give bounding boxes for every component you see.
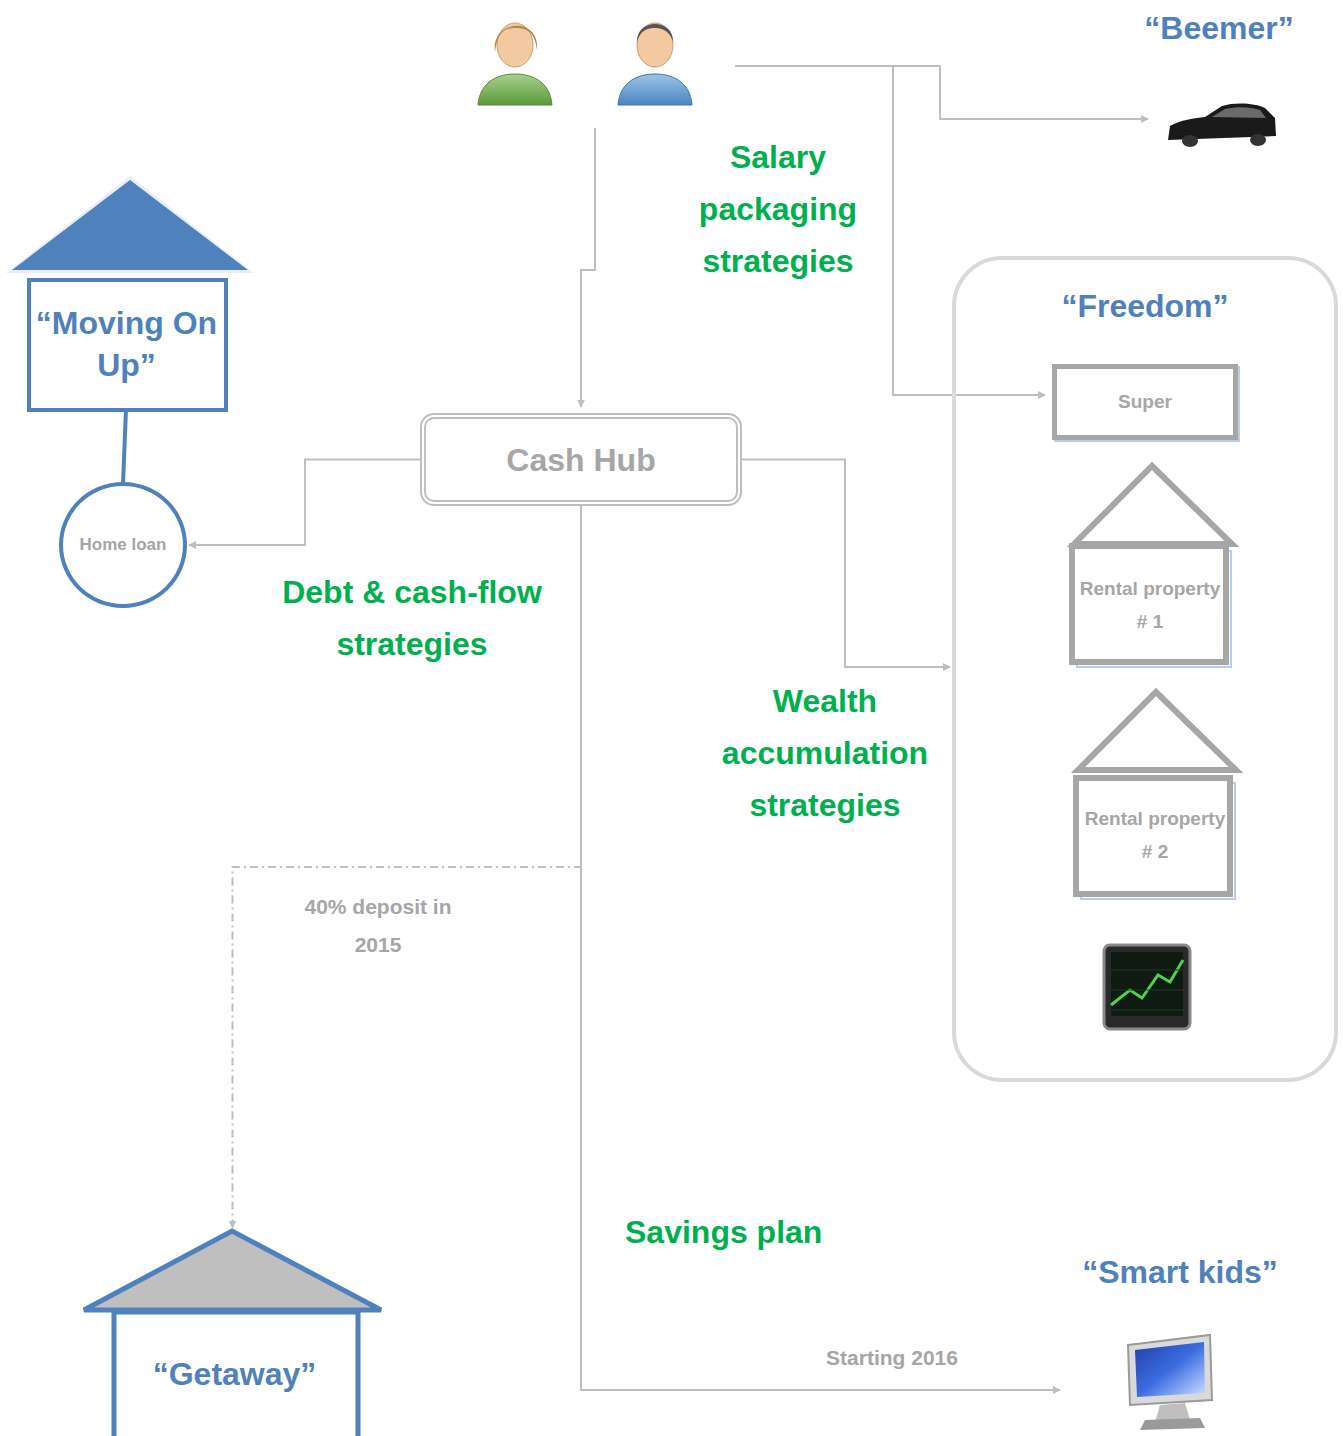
strategy-label: Savings plan — [625, 1212, 885, 1252]
edge-label: 40% deposit in 2015 — [283, 888, 473, 964]
strategy-label: Wealth accumulation strategies — [700, 675, 950, 831]
people-lines — [581, 66, 1148, 407]
connector — [189, 460, 420, 546]
house-outline — [80, 1228, 385, 1436]
node-text: “Freedom” — [1061, 286, 1228, 326]
node-text: Rental property # 1 — [1078, 572, 1222, 639]
connector — [233, 506, 582, 1228]
connector — [123, 409, 126, 484]
icon-node: “Beemer” — [1112, 4, 1326, 154]
edge-label: Starting 2016 — [792, 1343, 992, 1373]
hub-box: Cash Hub — [420, 413, 742, 506]
car-icon — [1168, 104, 1276, 147]
connector — [742, 460, 950, 668]
connector — [581, 506, 1060, 1390]
group-panel: “Freedom” SuperRental property # 1 Rental … — [952, 256, 1338, 1082]
strategy-label: Debt & cash-flow strategies — [281, 566, 543, 670]
node-text: Super — [1118, 390, 1172, 414]
house-node: Rental property # 2 — [1070, 686, 1244, 902]
node-text: “Moving On Up” — [30, 303, 223, 386]
person-icon — [618, 23, 692, 105]
person-icon — [478, 23, 552, 105]
house-outline — [1070, 686, 1244, 902]
node-text: Home loan — [80, 531, 167, 560]
node-text: Cash Hub — [506, 440, 655, 480]
node-text: “Getaway” — [153, 1354, 317, 1394]
node-text: Rental property # 2 — [1082, 802, 1228, 869]
node-text: “Smart kids” — [1082, 1252, 1278, 1292]
chart-icon — [1104, 945, 1190, 1029]
strategy-label: Salary packaging strategies — [688, 131, 868, 287]
house-node: “Getaway” — [80, 1228, 385, 1436]
loan-circle: Home loan — [59, 482, 187, 608]
house-node: “Moving On Up” — [10, 178, 250, 412]
node-text: “Beemer” — [1144, 8, 1293, 48]
monitor-icon — [1128, 1335, 1212, 1430]
icon-node: “Smart kids” — [1060, 1246, 1300, 1431]
house-node: Rental property # 1 — [1066, 460, 1238, 670]
process-box: Super — [1052, 364, 1238, 440]
house-outline — [1066, 460, 1238, 670]
